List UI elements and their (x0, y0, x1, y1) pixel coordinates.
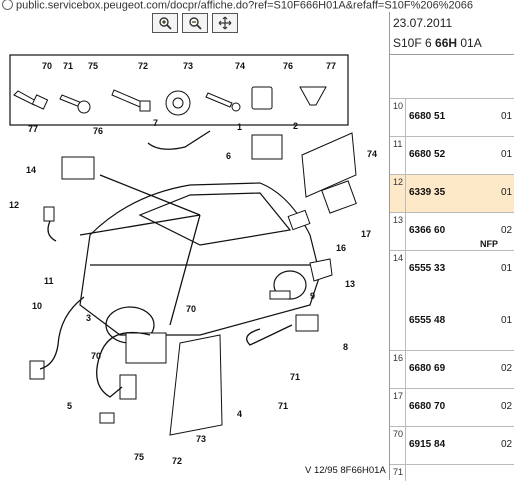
diagram-footer: V 12/95 8F66H01A (305, 465, 386, 476)
callout-10: 10 (32, 301, 42, 311)
globe-icon (2, 0, 13, 10)
callout-9: 9 (310, 291, 315, 301)
zoom-out-icon (189, 17, 202, 30)
callout-71c: 71 (278, 401, 288, 411)
callout-76b: 76 (93, 126, 103, 136)
exploded-view-diagram: 70 71 75 72 73 74 76 77 (0, 35, 388, 480)
zoom-in-icon (159, 17, 172, 30)
callout-70: 70 (42, 61, 52, 71)
fit-button[interactable] (212, 13, 238, 33)
fit-icon (218, 16, 232, 30)
callout-14: 14 (26, 165, 36, 175)
address-bar[interactable]: public.servicebox.peugeot.com/docpr/affi… (0, 0, 514, 12)
callout-12: 12 (9, 200, 19, 210)
callout-4: 4 (237, 409, 242, 419)
callout-6: 6 (226, 151, 231, 161)
zoom-in-button[interactable] (152, 13, 178, 33)
diagram-svg: 70 71 75 72 73 74 76 77 (9, 54, 377, 466)
callout-7: 7 (153, 118, 158, 128)
callout-73: 73 (183, 61, 193, 71)
zoom-out-button[interactable] (182, 13, 208, 33)
table-row[interactable]: 71 (390, 464, 514, 481)
callout-72: 72 (138, 61, 148, 71)
callout-70c: 70 (91, 351, 101, 361)
callout-74: 74 (235, 61, 245, 71)
callout-71b: 71 (290, 372, 300, 382)
zoom-toolbar (152, 12, 240, 34)
callout-17: 17 (361, 229, 371, 239)
callout-72b: 72 (172, 456, 182, 466)
callout-73b: 73 (196, 434, 206, 444)
callout-16: 16 (336, 243, 346, 253)
callout-77: 77 (326, 61, 336, 71)
callout-11: 11 (44, 276, 54, 286)
callout-3: 3 (86, 313, 91, 323)
callout-70b: 70 (186, 304, 196, 314)
callout-71: 71 (63, 61, 73, 71)
callout-2: 2 (293, 121, 298, 131)
url-text: public.servicebox.peugeot.com/docpr/affi… (16, 0, 474, 12)
callout-76: 76 (283, 61, 293, 71)
callout-13: 13 (345, 279, 355, 289)
callout-8: 8 (343, 342, 348, 352)
callout-1: 1 (237, 122, 242, 132)
callout-5: 5 (67, 401, 72, 411)
callout-75: 75 (88, 61, 98, 71)
header-divider (390, 54, 514, 55)
document-date: 23.07.2011 (393, 16, 453, 30)
callout-75b: 75 (134, 452, 144, 462)
document-reference: S10F 6 66H 01A (393, 36, 482, 50)
callout-77b: 77 (28, 124, 38, 134)
callout-74b: 74 (367, 149, 377, 159)
